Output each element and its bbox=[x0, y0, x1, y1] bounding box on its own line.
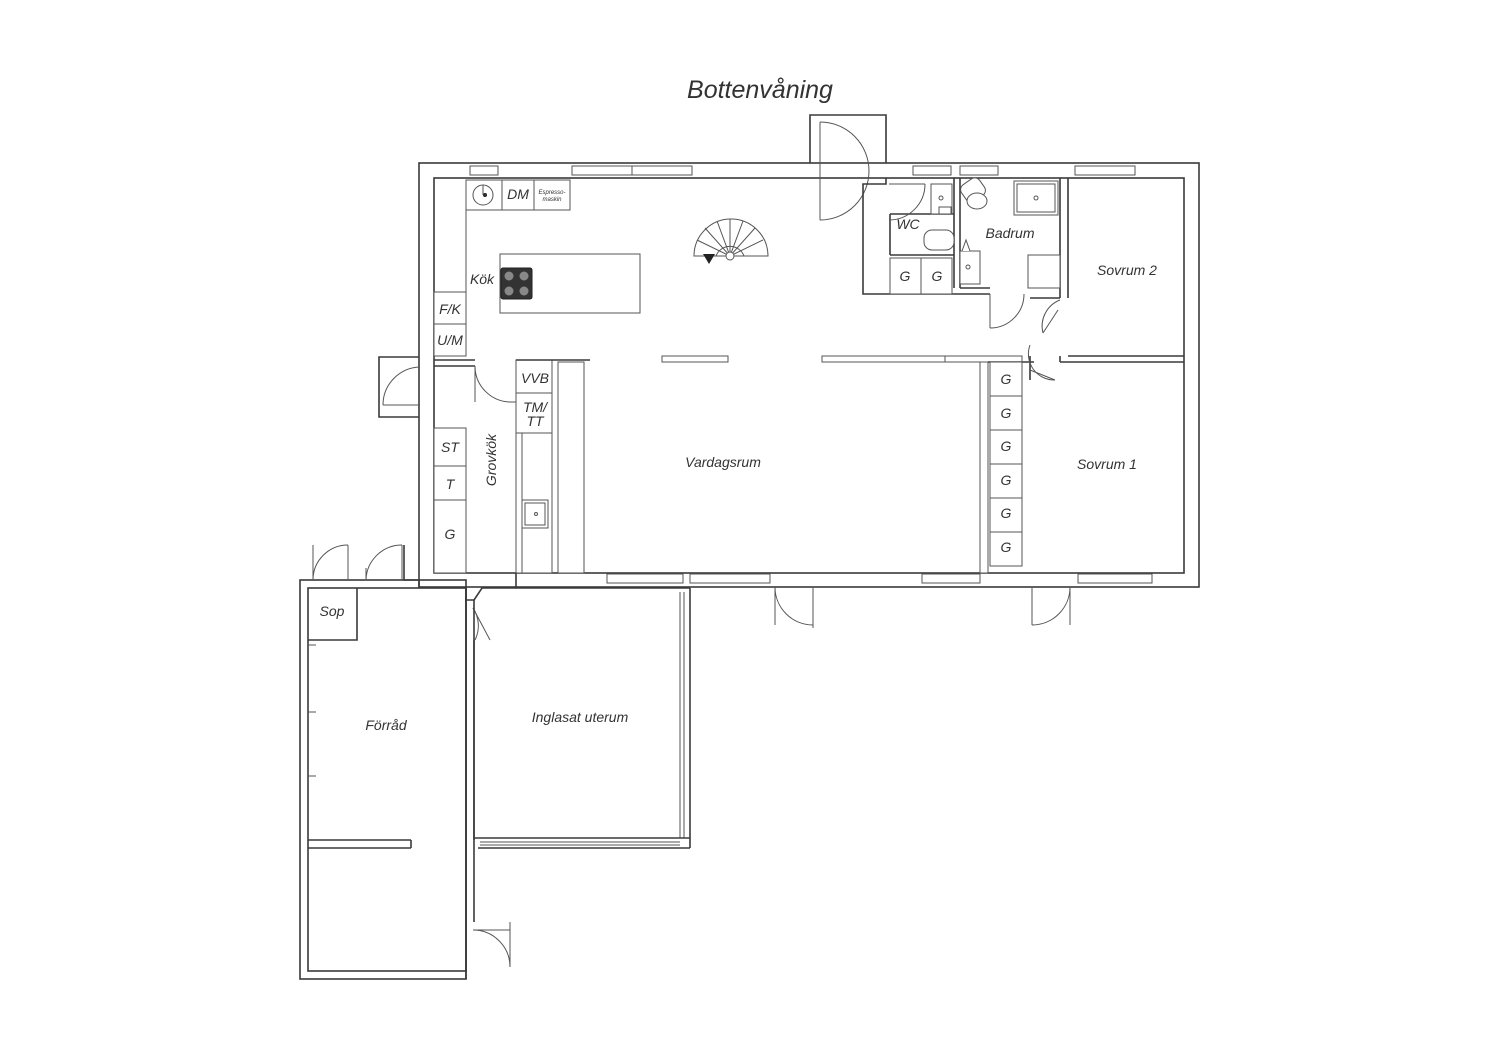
room-label-vardagsrum: Vardagsrum bbox=[685, 454, 761, 470]
entrance-door bbox=[819, 121, 870, 221]
grovkok-door bbox=[474, 365, 516, 403]
dm-label: DM bbox=[507, 186, 529, 202]
kitchen-island bbox=[499, 253, 641, 314]
wardrobe-g-label-4: G bbox=[1001, 472, 1012, 488]
room-label-wc: WC bbox=[896, 216, 920, 232]
wardrobes bbox=[989, 361, 1023, 567]
espresso-label-1: Espresso- bbox=[538, 190, 565, 196]
side-entry bbox=[378, 356, 421, 418]
grovkok-fixtures bbox=[433, 392, 552, 574]
st-label: ST bbox=[441, 439, 460, 455]
room-label-forrad: Förråd bbox=[365, 717, 407, 733]
wc-g-label-2: G bbox=[932, 268, 943, 284]
wc-fixtures bbox=[889, 183, 955, 295]
wardrobe-g-label-3: G bbox=[1001, 438, 1012, 454]
room-label-kok: Kök bbox=[470, 271, 495, 287]
badrum-fixtures bbox=[959, 177, 1061, 289]
room-label-uterum: Inglasat uterum bbox=[532, 709, 629, 725]
bathroom-doors bbox=[888, 183, 1061, 381]
spiral-stair bbox=[693, 218, 769, 264]
kitchen-counter bbox=[433, 179, 571, 357]
espresso-label-2: maskin bbox=[542, 197, 562, 203]
room-label-sovrum1: Sovrum 1 bbox=[1077, 456, 1137, 472]
tmtt-label-2: TT bbox=[526, 413, 545, 429]
room-label-sop: Sop bbox=[320, 603, 345, 619]
top-windows bbox=[469, 165, 1136, 176]
room-label-grovkok: Grovkök bbox=[483, 433, 499, 486]
wardrobe-g-label-6: G bbox=[1001, 539, 1012, 555]
tmtt-label-1: TM/ bbox=[523, 399, 549, 415]
sunroom-walls bbox=[465, 573, 691, 979]
plan-title: Bottenvåning bbox=[687, 76, 833, 104]
vvb-label: VVB bbox=[521, 370, 549, 386]
storage-doors bbox=[312, 544, 511, 968]
grovkok-g-label: G bbox=[445, 526, 456, 542]
room-label-badrum: Badrum bbox=[985, 225, 1034, 241]
bottom-windows bbox=[606, 573, 1153, 584]
wardrobe-g-label-2: G bbox=[1001, 405, 1012, 421]
wardrobe-g-label-5: G bbox=[1001, 505, 1012, 521]
um-label: U/M bbox=[437, 332, 463, 348]
t-label: T bbox=[446, 476, 456, 492]
wardrobe-g-label-1: G bbox=[1001, 371, 1012, 387]
patio-doors bbox=[774, 586, 1071, 628]
room-label-sovrum2: Sovrum 2 bbox=[1097, 262, 1157, 278]
fk-label: F/K bbox=[439, 301, 461, 317]
entrance-vestibule bbox=[809, 114, 887, 163]
wc-g-label-1: G bbox=[900, 268, 911, 284]
main-house-walls bbox=[418, 162, 1200, 588]
